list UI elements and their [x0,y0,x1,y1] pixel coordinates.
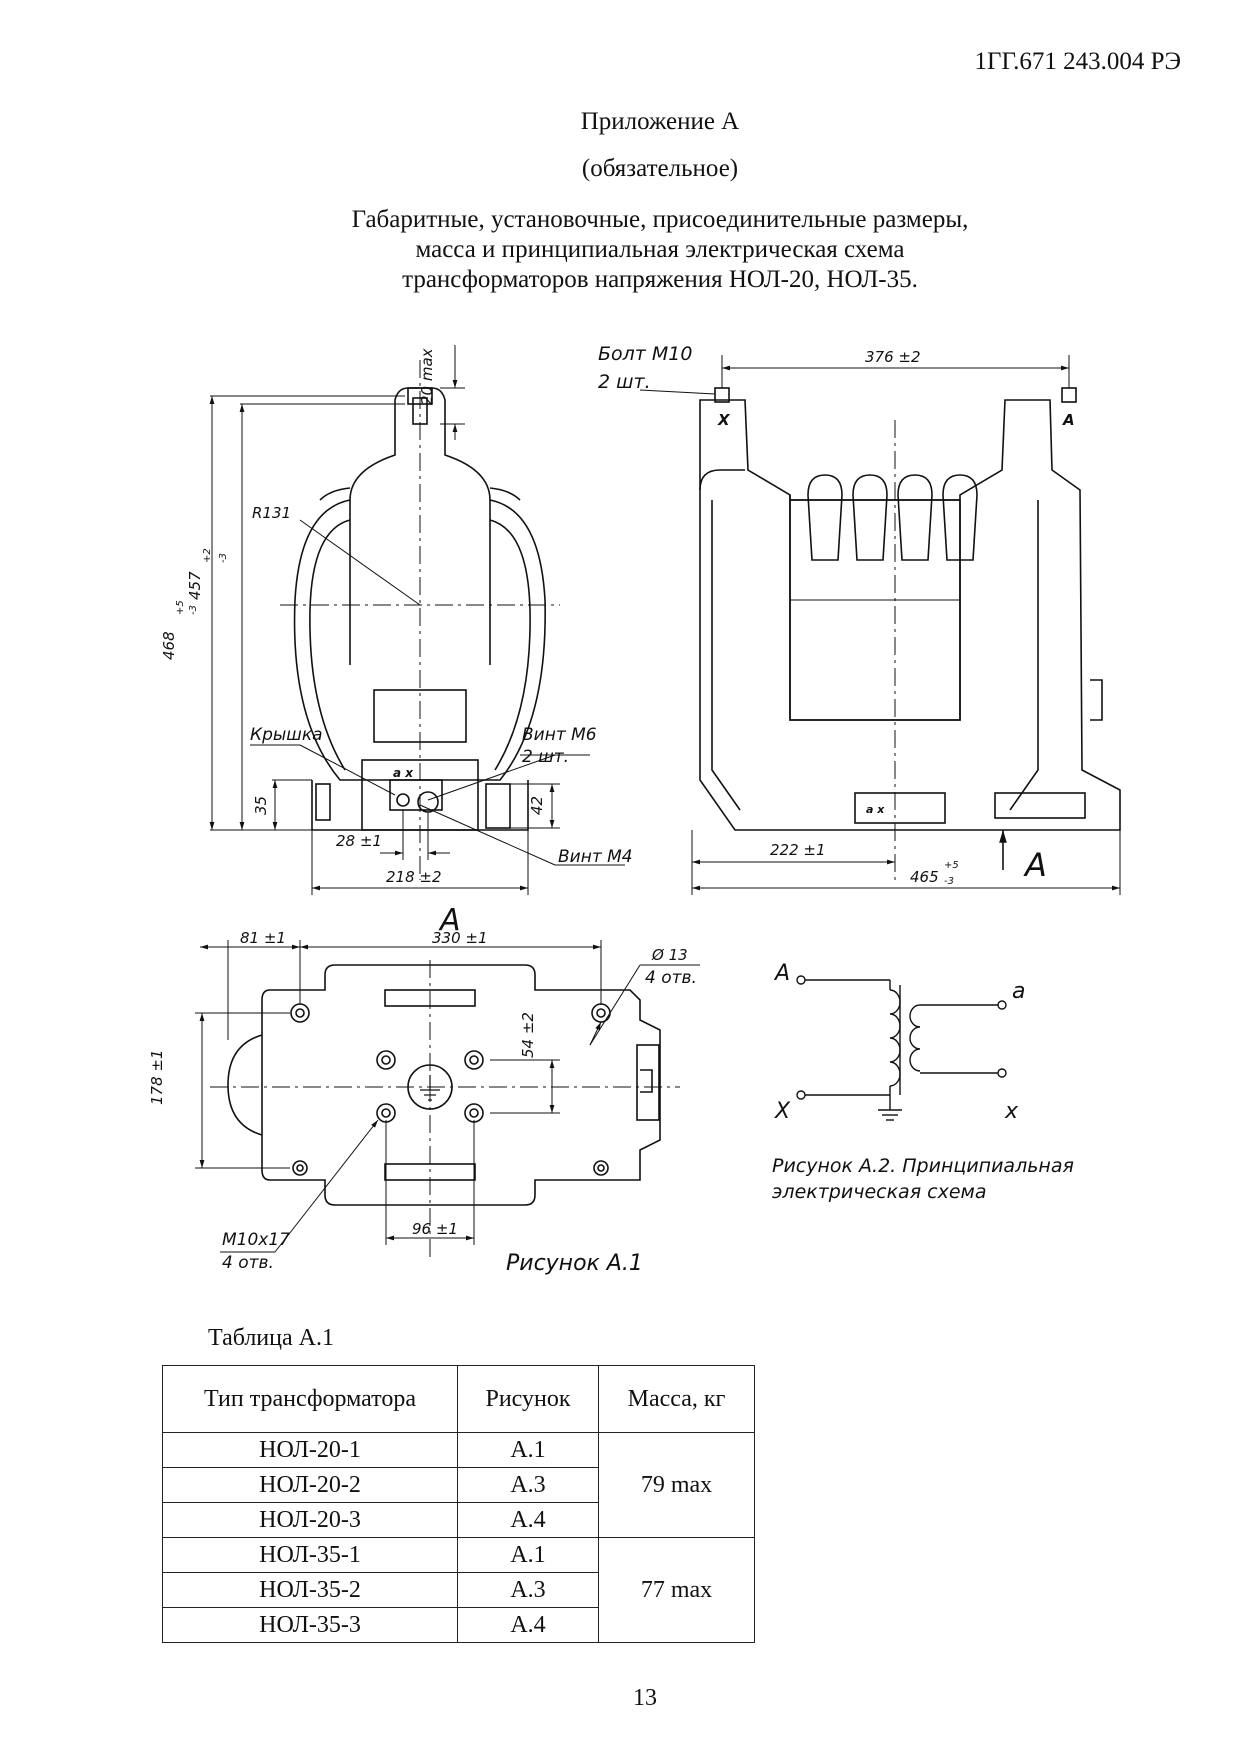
terminal-a-front: A [1062,411,1075,429]
dim-96: 96 ±1 [412,1220,458,1238]
bottom-view [210,960,680,1260]
header-type: Тип трансформатора [162,1365,458,1433]
radius-r131: R131 [252,504,291,522]
table-row: НОЛ-20-3 А.4 [162,1502,755,1538]
cell-type: НОЛ-20-3 [162,1502,458,1538]
dim-465: 465 [910,868,939,886]
appendix-subject: Габаритные, установочные, присоединитель… [0,205,1241,295]
terminal-A: A [773,961,790,986]
label-screw-m6: Винт М6 [522,725,597,745]
header-mass: Масса, кг [598,1365,755,1433]
dim-20-max: 20 max [418,348,436,405]
bottom-view-dimensions [195,940,700,1253]
dim-468-tol-upper: +5 [175,600,186,615]
label-screw-m4: Винт М4 [558,847,633,867]
terminal-labels-a-x: a x [393,766,414,780]
schematic-labels: A X a x Рисунок А.2. Принципиальная элек… [772,961,1074,1203]
table-header-row: Тип трансформатора Рисунок Масса, кг [162,1365,755,1433]
cell-figure: А.4 [457,1607,599,1643]
subject-line-1: Габаритные, установочные, присоединитель… [351,206,969,233]
label-bolt-qty: 2 шт. [598,371,651,393]
table-row: НОЛ-20-2 А.3 [162,1467,755,1503]
dim-218: 218 ±2 [386,868,442,886]
cell-figure: А.1 [457,1537,599,1573]
terminal-a: a [1012,979,1025,1004]
side-view-labels: 20 max 468 +5 -3 457 +2 -3 R131 Крышка В… [160,348,633,886]
label-lid: Крышка [250,725,323,745]
figure-a2-caption-line2: электрическая схема [772,1181,987,1203]
view-arrow-label-a: А [1023,846,1047,884]
dim-81: 81 ±1 [240,929,286,947]
table-caption: Таблица А.1 [208,1325,334,1351]
subject-line-2: масса и принципиальная электрическая схе… [415,236,905,263]
plate-labels: a x [866,803,885,816]
front-view-labels: Болт М10 2 шт. 376 ±2 X A 222 ±1 465 +5 … [598,343,1075,887]
dim-465-tol-upper: +5 [944,860,959,871]
cell-mass-group-1: 79 max [598,1432,755,1538]
dim-hole-13: Ø 13 [651,946,688,964]
cell-figure: А.1 [457,1432,599,1468]
label-screw-m6-qty: 2 шт. [522,747,569,767]
dim-376: 376 ±2 [865,348,921,366]
cell-type: НОЛ-20-1 [162,1432,458,1468]
cell-figure: А.4 [457,1502,599,1538]
dim-465-tol-lower: -3 [944,876,954,887]
bottom-view-labels: А 81 ±1 330 ±1 Ø 13 4 отв. 54 ±2 178 ±1 … [148,903,697,1276]
figure-a2-caption-line1: Рисунок А.2. Принципиальная [772,1155,1074,1177]
schematic [796,975,1007,1121]
side-view-dimensions [209,345,625,895]
dim-28: 28 ±1 [336,832,382,850]
figure-a1-caption: Рисунок А.1 [506,1251,643,1276]
terminal-x-front: X [717,411,731,429]
terminal-X: X [774,1099,791,1124]
side-view [280,360,560,880]
mass-table: Тип трансформатора Рисунок Масса, кг НОЛ… [162,1365,755,1643]
label-thread-m10x17: М10х17 [222,1230,290,1250]
dim-457-tol-lower: -3 [218,553,229,563]
label-bolt-m10: Болт М10 [598,343,692,365]
header-figure: Рисунок [457,1365,599,1433]
dim-35: 35 [252,796,270,815]
dim-178: 178 ±1 [148,1049,166,1105]
dim-457: 457 [186,571,204,600]
table-row: НОЛ-35-1 А.1 77 max [162,1537,755,1643]
appendix-title: Приложение А [580,108,740,135]
dim-330: 330 ±1 [432,929,488,947]
cell-mass-group-2: 77 max [598,1537,755,1643]
view-label-a: А [438,903,461,938]
page-number: 13 [633,1685,657,1711]
cell-type: НОЛ-35-2 [162,1572,458,1608]
front-view [699,387,1121,880]
table-row: НОЛ-35-2 А.3 [162,1572,755,1608]
dim-hole-qty: 4 отв. [645,968,697,988]
cell-type: НОЛ-35-3 [162,1607,458,1643]
table-row: НОЛ-20-1 А.1 79 max [162,1432,755,1538]
cell-type: НОЛ-20-2 [162,1467,458,1503]
dim-42: 42 [528,796,546,815]
document-code: 1ГГ.671 243.004 РЭ [974,48,1182,75]
cell-figure: А.3 [457,1572,599,1608]
terminal-x: x [1004,1099,1019,1124]
label-thread-qty: 4 отв. [222,1253,274,1273]
cell-type: НОЛ-35-1 [162,1537,458,1573]
dim-54: 54 ±2 [519,1012,537,1058]
cell-figure: А.3 [457,1467,599,1503]
dim-222: 222 ±1 [770,841,826,859]
table-row: НОЛ-35-3 А.4 [162,1607,755,1643]
appendix-status: (обязательное) [581,155,739,182]
subject-line-3: трансформаторов напряжения НОЛ-20, НОЛ-3… [402,266,918,293]
dim-468-tol-lower: -3 [188,605,199,615]
front-view-dimensions [639,355,1121,895]
technical-drawing: 20 max 468 +5 -3 457 +2 -3 R131 Крышка В… [148,343,1121,1276]
dim-468: 468 [160,631,178,660]
dim-457-tol-upper: +2 [202,548,213,563]
